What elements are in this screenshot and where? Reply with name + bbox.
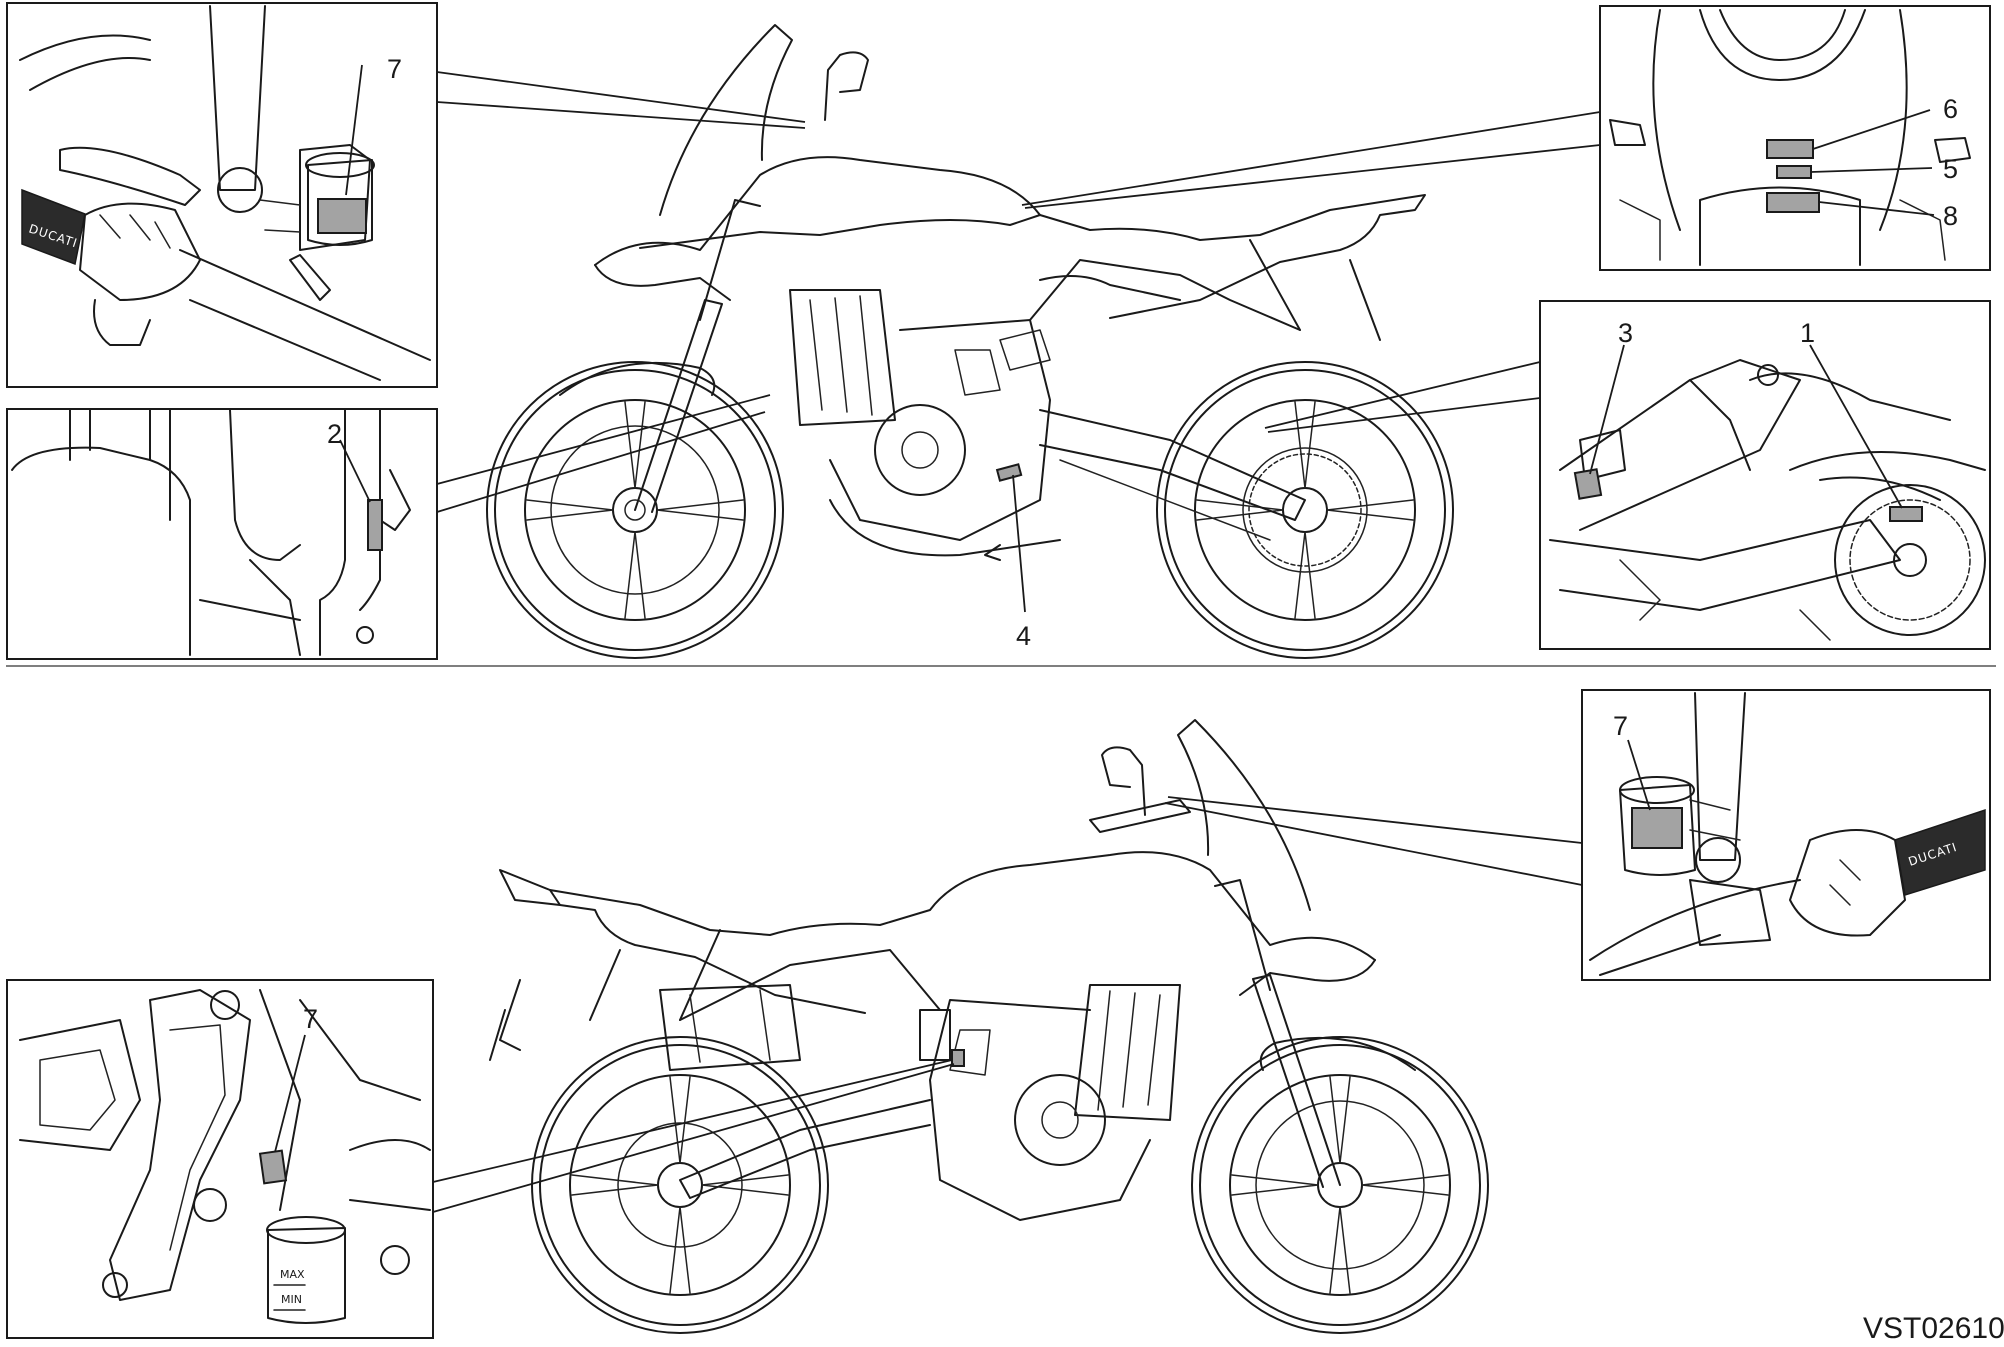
drawing-code: VST02610	[1863, 1312, 2004, 1345]
svg-text:2: 2	[327, 419, 342, 449]
svg-text:7: 7	[1613, 711, 1628, 741]
svg-text:MIN: MIN	[281, 1293, 302, 1306]
inset-rear-brake-reservoir: MAX MIN 7	[6, 979, 434, 1339]
leader-lines-bottom-left	[432, 1059, 955, 1213]
inset-fork-label-2: 2	[6, 408, 438, 660]
svg-text:7: 7	[303, 1004, 318, 1034]
motorcycle-left-side-drawing	[486, 24, 1454, 659]
inset-handlebar-reservoir-top: DUCATI 7	[6, 2, 438, 388]
svg-text:4: 4	[1016, 621, 1031, 651]
inset-handlebar-reservoir-bottom: DUCATI 7	[1581, 689, 1991, 981]
inset-tail-labels-5-6-8: 6 5 8	[1599, 5, 1991, 271]
svg-text:5: 5	[1943, 154, 1958, 184]
leader-lines-tail	[1021, 111, 1601, 209]
svg-text:1: 1	[1800, 318, 1815, 348]
svg-text:MAX: MAX	[280, 1268, 305, 1281]
motorcycle-right-side-drawing	[489, 719, 1489, 1334]
leader-lines-top-left	[436, 71, 806, 129]
inset-swingarm-labels-1-3: 3 1	[1539, 300, 1991, 650]
svg-text:7: 7	[387, 54, 402, 84]
callout-4: 4	[1012, 474, 1031, 651]
svg-text:6: 6	[1943, 94, 1958, 124]
leader-lines-swingarm	[1264, 361, 1541, 433]
leader-lines-bottom-right	[1164, 796, 1583, 886]
svg-text:8: 8	[1943, 201, 1958, 231]
leader-lines-fork	[436, 394, 771, 513]
svg-text:3: 3	[1618, 318, 1633, 348]
